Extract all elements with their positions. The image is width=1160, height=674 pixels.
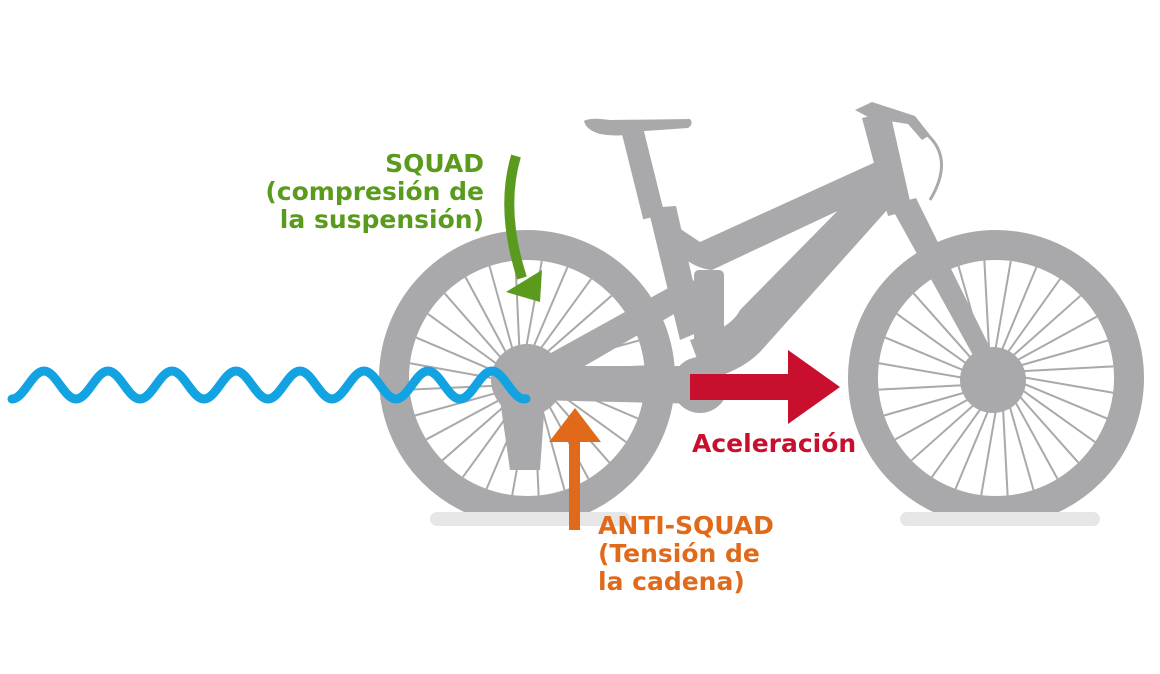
anti-squad-line-1: ANTI-SQUAD [598, 511, 774, 540]
squad-line-3: la suspensión) [279, 205, 484, 234]
seat-post [621, 126, 665, 220]
spoke [1001, 294, 1082, 367]
spoke [1008, 365, 1114, 373]
anti-squad-line-2: (Tensión de [598, 539, 760, 568]
handlebar [855, 102, 930, 140]
anti-squad-label: ANTI-SQUAD (Tensión de la cadena) [598, 512, 774, 596]
fork [890, 198, 1005, 386]
brake-cable [911, 122, 944, 201]
seat-tube [648, 206, 704, 340]
spoke [991, 260, 1012, 365]
spoke [998, 278, 1061, 365]
seat-stay [520, 276, 705, 392]
squad-line-1: SQUAD [385, 149, 484, 178]
head-tube [862, 112, 912, 216]
up-arrow-icon [549, 408, 601, 530]
chain-stay [520, 366, 705, 404]
top-tube [655, 160, 895, 270]
right-arrow-icon [690, 350, 840, 424]
bike-silhouette [379, 102, 1144, 526]
anti-squad-line-3: la cadena) [598, 567, 745, 596]
squad-line-2: (compresión de [265, 177, 484, 206]
ground-shadow-front [900, 512, 1100, 526]
saddle [584, 118, 692, 136]
squad-label: SQUAD (compresión de la suspensión) [265, 150, 484, 234]
spoke [1009, 377, 1108, 420]
down-tube [690, 178, 905, 380]
rear-derailleur [500, 400, 545, 470]
wave-icon [7, 366, 531, 404]
rear-shock [694, 270, 724, 350]
curved-down-arrow-icon [504, 154, 542, 302]
spoke [995, 266, 1038, 365]
spoke [1004, 315, 1098, 368]
spoke [1009, 373, 1114, 394]
spoke [1006, 339, 1109, 371]
acceleration-label: Aceleración [692, 429, 857, 458]
